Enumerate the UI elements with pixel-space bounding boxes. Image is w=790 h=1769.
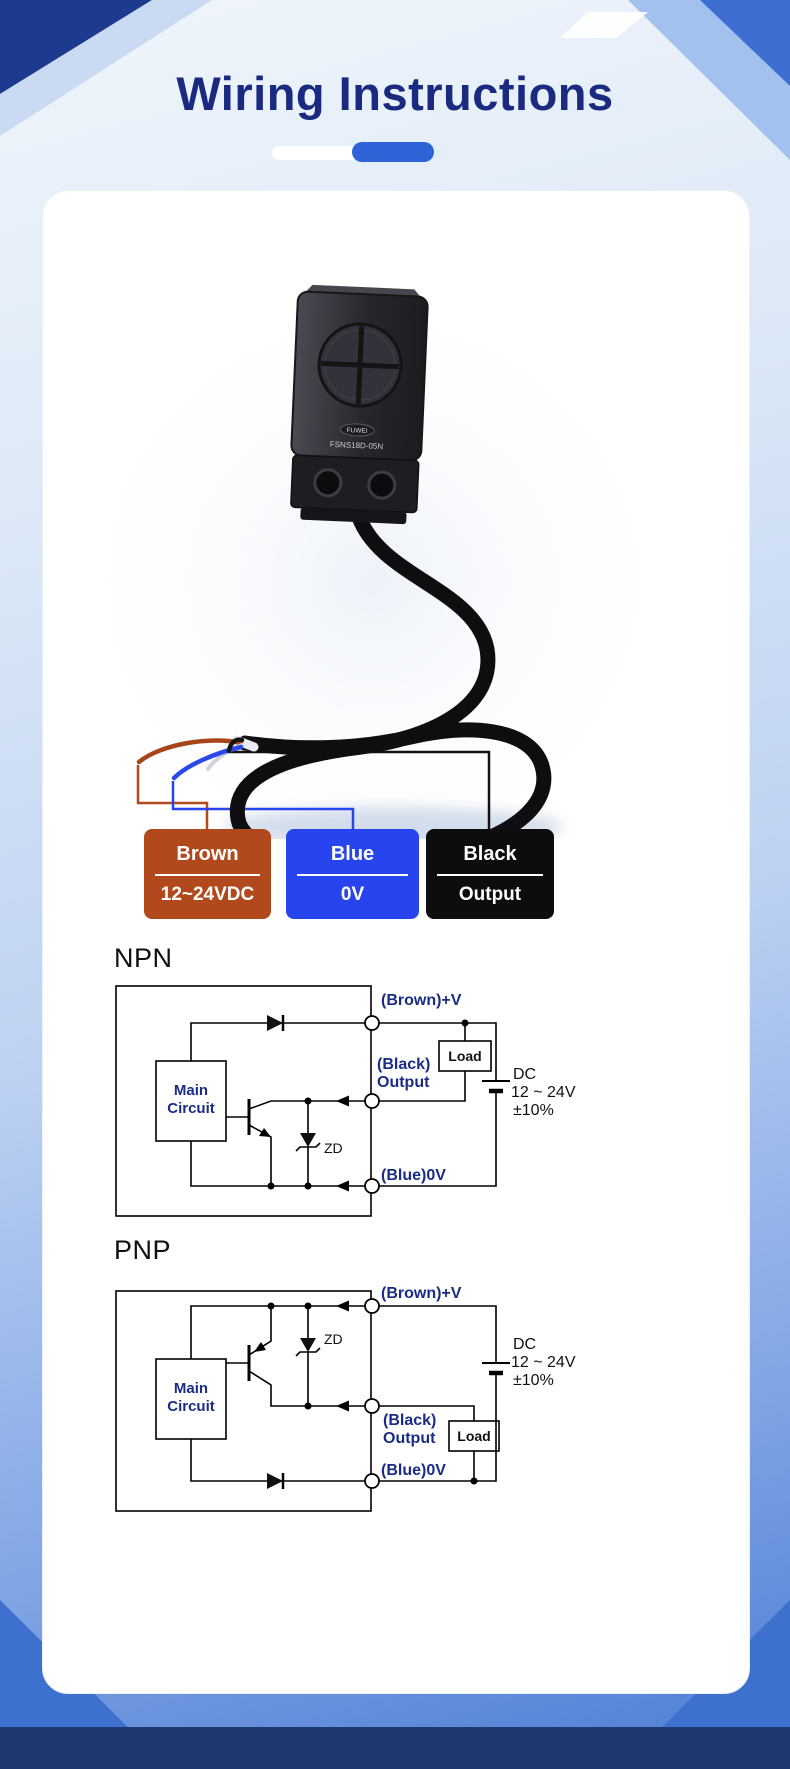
divider bbox=[437, 874, 543, 876]
wire-color-name: Black bbox=[463, 843, 517, 865]
zener-diode bbox=[300, 1338, 316, 1352]
main-circuit-label-line2: Circuit bbox=[167, 1100, 215, 1117]
corner-decoration-top-left-light bbox=[0, 0, 212, 136]
wire-color-name: Blue bbox=[330, 843, 375, 865]
terminal-label-top: (Brown)+V bbox=[381, 1285, 462, 1302]
sensor-cross bbox=[320, 325, 400, 405]
mounting-hole-left bbox=[313, 468, 343, 498]
wire-function: Output bbox=[458, 884, 522, 905]
external-wiring bbox=[379, 1305, 497, 1482]
emitter-arrow bbox=[254, 1342, 266, 1352]
blue-connection-line bbox=[171, 781, 355, 831]
zero-volt-arrow bbox=[336, 1180, 349, 1192]
terminal-label-bottom: (Blue)0V bbox=[381, 1167, 446, 1184]
sensor-base-step bbox=[300, 507, 407, 525]
output-arrow bbox=[336, 1400, 349, 1412]
terminal-brown bbox=[364, 1015, 380, 1031]
supply-label-dc: DC bbox=[513, 1336, 536, 1353]
npn-circuit-diagram: Main Circuit ZD Load bbox=[115, 985, 576, 1217]
product-illustration: FUWEI FSNS18D-05N bbox=[53, 271, 693, 839]
proximity-sensor: FUWEI FSNS18D-05N bbox=[290, 284, 429, 525]
terminal-label-mid-line2: Output bbox=[383, 1430, 436, 1447]
terminal-label-mid-line1: (Black) bbox=[377, 1056, 430, 1073]
footer-band bbox=[0, 1727, 790, 1769]
terminal-brown bbox=[364, 1298, 380, 1314]
vplus-arrow bbox=[336, 1300, 349, 1312]
terminal-blue bbox=[364, 1178, 380, 1194]
junction-dot bbox=[304, 1402, 312, 1410]
zener-diode bbox=[300, 1133, 316, 1147]
zener-cathode-bar bbox=[295, 1142, 321, 1152]
wire-function: 0V bbox=[340, 884, 365, 905]
zener-label: ZD bbox=[324, 1140, 343, 1156]
load-label: Load bbox=[448, 1048, 481, 1064]
model-label: FSNS18D-05N bbox=[330, 440, 384, 451]
sensor-mount-block bbox=[290, 454, 420, 514]
pnp-circuit-diagram: Main Circuit ZD Load bbox=[115, 1285, 576, 1512]
top-right-white-sliver bbox=[560, 12, 648, 38]
zero-volt-wire bbox=[190, 1439, 365, 1482]
black-wire bbox=[226, 737, 245, 754]
content-card: FUWEI FSNS18D-05N Brown 12~24VDC Blue 0V… bbox=[42, 190, 750, 1694]
supply-label-voltage: 12 ~ 24V bbox=[511, 1354, 576, 1371]
zener-cathode-bar bbox=[295, 1347, 321, 1357]
junction-dot bbox=[267, 1302, 275, 1310]
terminal-label-mid-line1: (Black) bbox=[383, 1412, 436, 1429]
terminal-blue bbox=[364, 1473, 380, 1489]
wire-function: 12~24VDC bbox=[160, 884, 255, 905]
junction-dot bbox=[470, 1477, 478, 1485]
title-underline-white bbox=[272, 146, 378, 160]
pnp-heading: PNP bbox=[114, 1235, 172, 1265]
brand-badge bbox=[339, 423, 375, 437]
page-title: Wiring Instructions bbox=[176, 67, 614, 120]
protection-diode bbox=[267, 1473, 283, 1489]
backdrop-glow bbox=[53, 271, 693, 839]
terminal-black bbox=[364, 1398, 380, 1414]
load-box bbox=[448, 1420, 500, 1452]
load-box bbox=[438, 1040, 492, 1072]
divider bbox=[297, 874, 408, 876]
terminal-label-top: (Brown)+V bbox=[381, 992, 462, 1009]
brand-label: FUWEI bbox=[347, 427, 368, 435]
junction-dot bbox=[304, 1182, 312, 1190]
blue-wire bbox=[171, 744, 244, 781]
wire-label-blue: Blue 0V bbox=[286, 829, 419, 919]
junction-dot bbox=[304, 1302, 312, 1310]
output-arrow bbox=[336, 1095, 349, 1107]
supply-label-tolerance: ±10% bbox=[513, 1102, 554, 1119]
header: Wiring Instructions bbox=[0, 66, 790, 121]
emitter-arrow bbox=[259, 1128, 271, 1137]
supply-label-dc: DC bbox=[513, 1066, 536, 1083]
junction-dot bbox=[267, 1182, 275, 1190]
junction-dot bbox=[461, 1019, 469, 1027]
divider bbox=[155, 874, 260, 876]
protection-diode bbox=[267, 1015, 283, 1031]
terminal-label-bottom: (Blue)0V bbox=[381, 1462, 446, 1479]
external-wiring bbox=[379, 1022, 497, 1187]
corner-decoration-top-right-dark bbox=[700, 0, 790, 86]
terminal-black bbox=[364, 1093, 380, 1109]
junction-dot bbox=[304, 1097, 312, 1105]
supply-label-tolerance: ±10% bbox=[513, 1372, 554, 1389]
wire-color-name: Brown bbox=[176, 843, 239, 865]
main-circuit-label-line1: Main bbox=[174, 1380, 208, 1397]
title-underline-blue bbox=[352, 142, 434, 162]
cable bbox=[229, 509, 552, 839]
output-wire bbox=[248, 1100, 365, 1110]
supply-label-voltage: 12 ~ 24V bbox=[511, 1084, 576, 1101]
sensor-outline bbox=[115, 1290, 372, 1512]
brown-wire bbox=[136, 738, 244, 765]
terminal-label-mid-line2: Output bbox=[377, 1074, 430, 1091]
main-circuit-label-line1: Main bbox=[174, 1082, 208, 1099]
zener-label: ZD bbox=[324, 1331, 343, 1347]
main-circuit-label-line2: Circuit bbox=[167, 1398, 215, 1415]
wire-label-black: Black Output bbox=[426, 829, 554, 919]
vplus-wire bbox=[190, 1022, 365, 1061]
npn-heading: NPN bbox=[114, 943, 173, 973]
output-wire bbox=[248, 1370, 365, 1407]
load-label: Load bbox=[457, 1428, 490, 1444]
mounting-hole-right bbox=[367, 470, 397, 500]
wire-label-brown: Brown 12~24VDC bbox=[144, 829, 271, 919]
